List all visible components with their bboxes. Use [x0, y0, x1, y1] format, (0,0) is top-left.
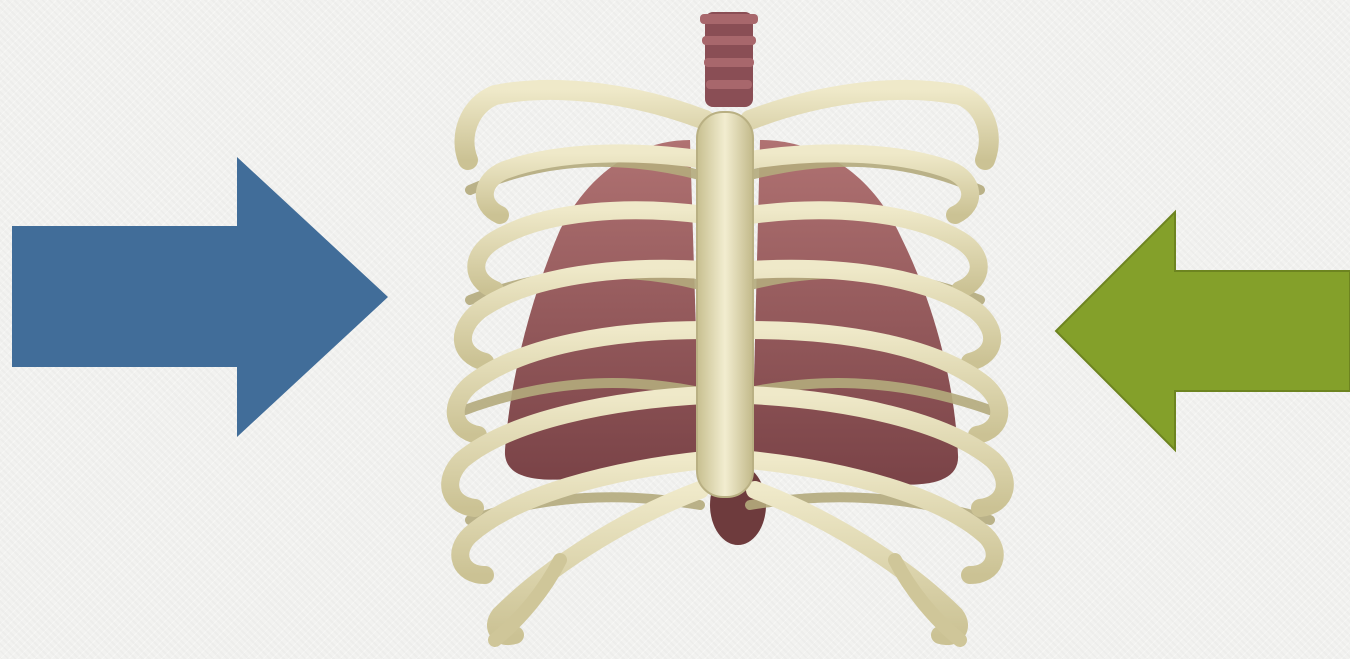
rib-cage-illustration [450, 12, 1005, 640]
sternum [697, 112, 753, 497]
arrow-left-icon [1056, 212, 1350, 450]
arrow-right-icon [12, 157, 388, 437]
trachea [700, 12, 758, 107]
